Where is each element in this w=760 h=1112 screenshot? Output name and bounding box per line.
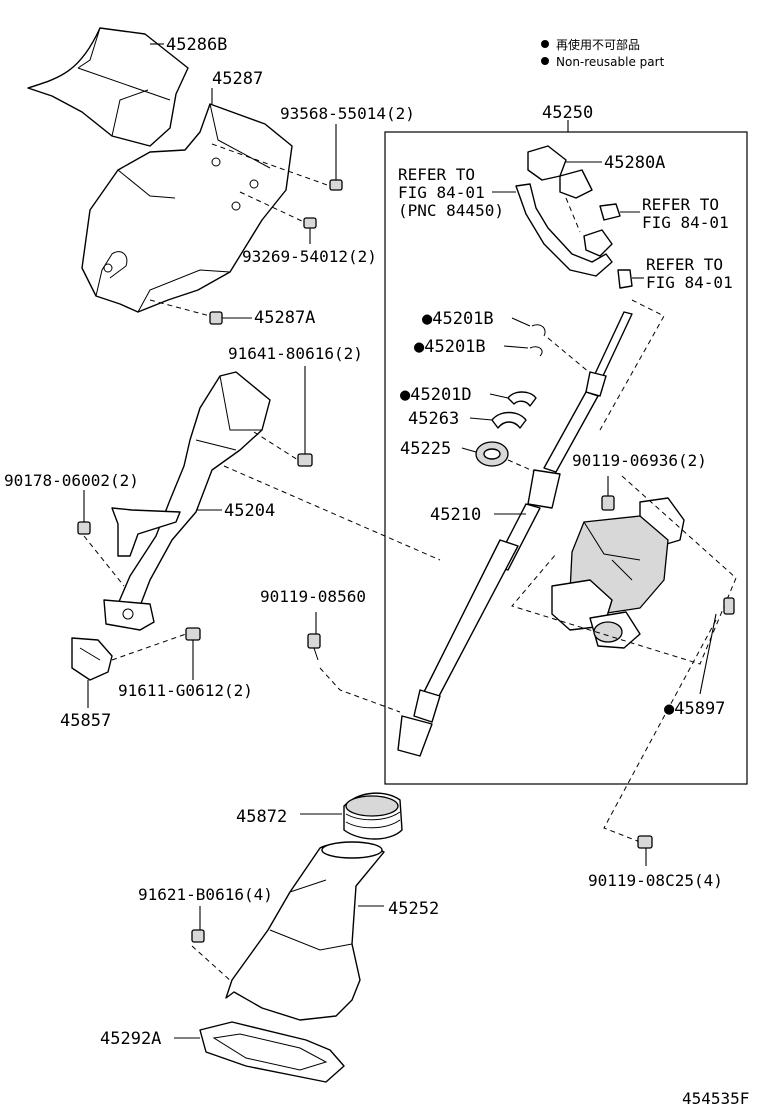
label-45201B-1: ●45201B	[422, 309, 494, 329]
label-91621-B0616: 91621-B0616(4)	[138, 885, 273, 904]
label-refer-2-a: REFER TO	[642, 195, 719, 214]
bolt-45897	[699, 597, 735, 695]
label-90119-08560: 90119-08560	[260, 587, 366, 606]
label-45292A: 45292A	[100, 1029, 161, 1049]
label-45225: 45225	[400, 439, 451, 459]
part-45252-cover	[225, 841, 385, 1021]
clamp-45201D	[489, 391, 537, 407]
part-45292A-gasket	[174, 1021, 345, 1083]
clamp-45263	[469, 411, 527, 429]
bolt-90119-08560	[307, 612, 321, 661]
label-45263: 45263	[408, 409, 459, 429]
clip-45201B-2	[503, 345, 543, 357]
part-45872-boot	[300, 792, 403, 840]
legend: 再使用不可部品 Non-reusable part	[541, 37, 665, 69]
ring-45225	[461, 441, 509, 467]
legend-text-jp: 再使用不可部品	[556, 37, 640, 52]
label-45210: 45210	[430, 505, 481, 525]
screw-93269	[303, 217, 317, 244]
label-45287A: 45287A	[254, 308, 315, 328]
bolt-91621	[191, 906, 205, 943]
label-91641-80616: 91641-80616(2)	[228, 344, 363, 363]
label-45287: 45287	[212, 69, 263, 89]
clip-45201B-1	[511, 317, 546, 337]
label-90119-08C25: 90119-08C25(4)	[588, 871, 723, 890]
shaft-45210	[397, 311, 633, 757]
part-45857-bracket	[71, 637, 113, 708]
legend-text-en: Non-reusable part	[556, 55, 665, 69]
label-91611-G0612: 91611-G0612(2)	[118, 681, 253, 700]
part-45286B-cover	[27, 27, 189, 147]
label-refer-1-c: (PNC 84450)	[398, 201, 504, 220]
label-45280A: 45280A	[604, 153, 665, 173]
label-refer-2-b: FIG 84-01	[642, 213, 729, 232]
label-45286B: 45286B	[166, 35, 227, 55]
label-45897: ●45897	[664, 699, 725, 719]
bolt-45287A	[209, 311, 252, 325]
part-labels: 45286B 45287 93568-55014(2) 93269-54012(…	[4, 35, 749, 1108]
label-45201B-2: ●45201B	[414, 337, 486, 357]
part-45280A-tube	[515, 145, 633, 289]
part-45287-cover	[81, 103, 293, 313]
screw-93568	[329, 124, 343, 191]
label-45204: 45204	[224, 501, 275, 521]
label-90178-06002: 90178-06002(2)	[4, 471, 139, 490]
assembly-45250-frame	[384, 131, 748, 785]
label-refer-1-a: REFER TO	[398, 165, 475, 184]
label-45857: 45857	[60, 711, 111, 731]
bolt-91641	[297, 366, 313, 467]
nut-90178	[77, 490, 91, 535]
bolt-90119-06936	[601, 476, 615, 511]
label-45252: 45252	[388, 899, 439, 919]
legend-bullet-en	[541, 57, 549, 65]
part-45204-bracket	[103, 371, 271, 631]
label-45201D: ●45201D	[400, 385, 472, 405]
label-refer-3-b: FIG 84-01	[646, 273, 733, 292]
bolt-91611	[185, 627, 201, 680]
label-refer-3-a: REFER TO	[646, 255, 723, 274]
label-93269-54012: 93269-54012(2)	[242, 247, 377, 266]
label-93568-55014: 93568-55014(2)	[280, 104, 415, 123]
label-45872: 45872	[236, 807, 287, 827]
label-45250: 45250	[542, 103, 593, 123]
part-lock-housing	[551, 497, 685, 649]
label-90119-06936: 90119-06936(2)	[572, 451, 707, 470]
legend-bullet-jp	[541, 40, 549, 48]
bolt-90119-08C25	[637, 835, 653, 866]
label-refer-1-b: FIG 84-01	[398, 183, 485, 202]
figure-id: 454535F	[682, 1089, 749, 1108]
